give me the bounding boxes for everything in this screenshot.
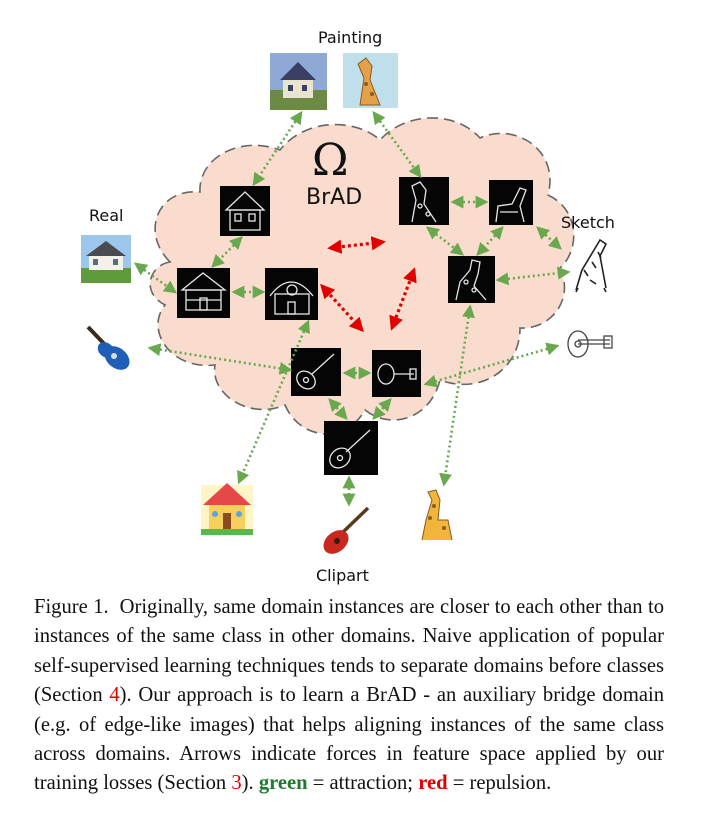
- clipart-guitar-icon: [323, 506, 370, 554]
- caption-text-3: ).: [241, 772, 254, 795]
- sketch-giraffe-icon: [575, 238, 608, 293]
- edge-giraffe-2-tile: [489, 180, 533, 225]
- caption-text-1: Originally, same domain instances are cl…: [34, 596, 664, 707]
- label-clipart: Clipart: [316, 566, 369, 585]
- omega-symbol: Ω: [312, 135, 348, 186]
- legend-green-meaning: = attraction;: [312, 772, 414, 795]
- legend-red-meaning: = repulsion.: [452, 772, 552, 795]
- brad-figure: Painting Real Sketch Clipart Ω BrAD: [81, 28, 615, 585]
- legend-green-word: green: [258, 772, 308, 795]
- edge-house-2-tile: [177, 268, 230, 318]
- painting-giraffe-icon: [343, 53, 398, 108]
- attraction-arrows: [133, 110, 571, 507]
- sketch-guitar-icon: [567, 330, 613, 358]
- caption-text-2: ). Our approach is to learn a BrAD - an …: [34, 684, 664, 795]
- section-ref-3[interactable]: 3: [231, 772, 242, 795]
- caption-label: Figure 1.: [34, 596, 109, 618]
- edge-giraffe-1-tile: [399, 177, 449, 225]
- repulsion-arrows: [320, 236, 417, 333]
- brad-label: BrAD: [306, 185, 362, 210]
- edge-giraffe-3-tile: [448, 256, 495, 303]
- section-ref-4[interactable]: 4: [109, 684, 120, 707]
- edge-house-1-tile: [220, 186, 270, 236]
- legend-red-word: red: [418, 772, 448, 795]
- edge-guitar-1-tile: [291, 348, 341, 396]
- label-sketch: Sketch: [561, 213, 615, 232]
- real-house-icon: [81, 235, 131, 283]
- edge-guitar-3-tile: [324, 421, 378, 475]
- label-painting: Painting: [318, 28, 382, 47]
- painting-house-icon: [270, 53, 327, 110]
- clipart-house-icon: [201, 483, 253, 535]
- edge-house-3-tile: [265, 268, 318, 320]
- clipart-giraffe-icon: [421, 489, 453, 541]
- edge-guitar-2-tile: [372, 350, 421, 397]
- real-guitar-icon: [86, 325, 130, 370]
- label-real: Real: [89, 206, 124, 225]
- figure-caption: Figure 1. Originally, same domain instan…: [34, 593, 664, 799]
